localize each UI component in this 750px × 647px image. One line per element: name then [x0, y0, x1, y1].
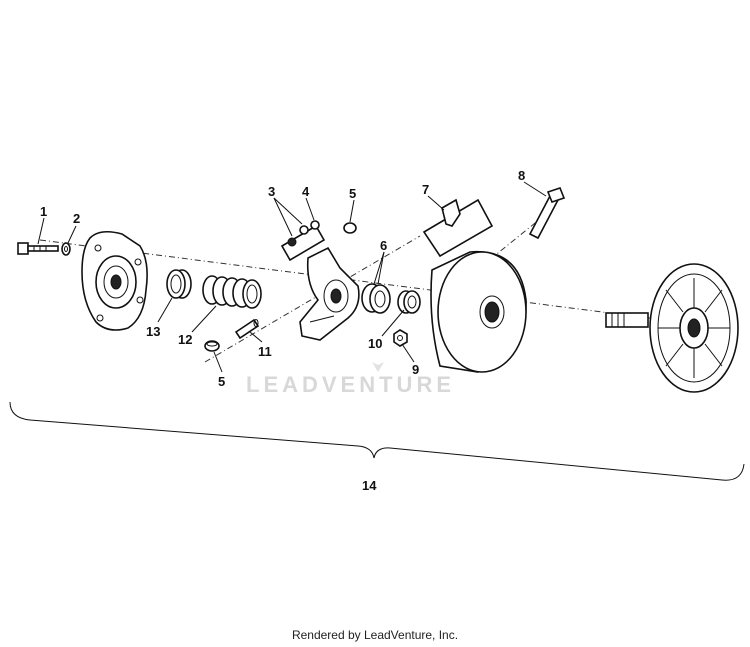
part-nut	[393, 329, 408, 347]
callout-2: 2	[73, 211, 80, 226]
callout-8: 8	[518, 168, 525, 183]
callout-9: 9	[412, 362, 419, 377]
part-long-bolt	[528, 187, 566, 240]
part-spring	[202, 275, 262, 309]
pin-axis-line	[204, 235, 421, 363]
callout-5-upper: 5	[349, 186, 356, 201]
part-sleeve	[397, 290, 421, 314]
watermark-text: LEADVENTURE	[246, 372, 455, 397]
part-roller-upper	[343, 222, 357, 234]
callout-4: 4	[302, 184, 310, 199]
callout-5-lower: 5	[218, 374, 225, 389]
part-fixed-sheave	[605, 263, 739, 393]
part-cover-plate	[81, 230, 148, 331]
callout-14: 14	[362, 478, 377, 493]
callout-11: 11	[258, 344, 272, 359]
part-pin	[234, 318, 260, 340]
part-bearing	[361, 283, 391, 314]
callout-1: 1	[40, 204, 47, 219]
callout-6: 6	[380, 238, 387, 253]
part-bushing	[166, 269, 192, 299]
watermark-logo: LEADVENTURE	[246, 362, 455, 397]
part-moveable-sheave	[430, 250, 527, 373]
callout-12: 12	[178, 332, 192, 347]
callout-7: 7	[422, 182, 429, 197]
callout-3: 3	[268, 184, 275, 199]
part-spider	[299, 246, 360, 341]
callout-10: 10	[368, 336, 382, 351]
callout-13: 13	[146, 324, 160, 339]
part-weight-hardware	[280, 220, 326, 262]
part-bolt	[17, 242, 59, 255]
part-washer	[61, 242, 71, 256]
leader-lines	[37, 181, 547, 373]
center-axis-line	[39, 239, 681, 323]
part-roller-lower	[204, 340, 220, 352]
footer-credit: Rendered by LeadVenture, Inc.	[291, 628, 459, 642]
part-shift-arm	[422, 198, 494, 258]
assembly-bracket	[9, 401, 745, 481]
